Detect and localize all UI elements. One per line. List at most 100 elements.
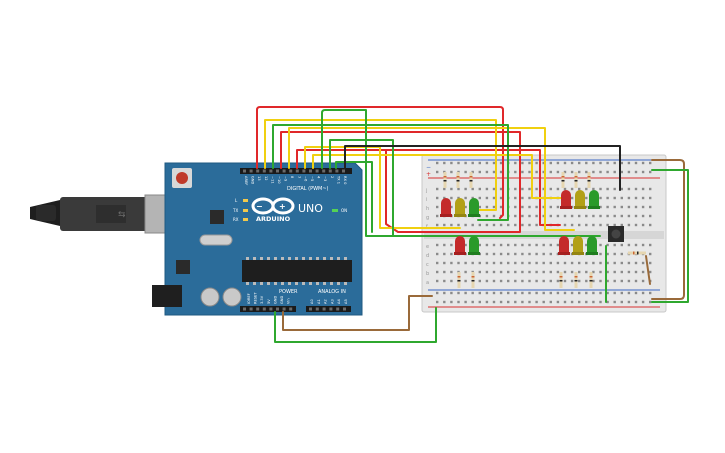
header-pin[interactable] xyxy=(328,169,332,173)
analog-pin-label: A3 xyxy=(330,299,334,304)
header-pin[interactable] xyxy=(282,307,286,311)
breadboard-hole xyxy=(457,223,460,227)
header-pin[interactable] xyxy=(282,169,286,173)
breadboard-hole xyxy=(641,279,645,283)
usb-icon: ⇆ xyxy=(118,210,126,220)
breadboard-hole xyxy=(613,279,616,283)
chip-pin xyxy=(253,257,256,260)
breadboard-hole xyxy=(436,170,439,174)
header-pin[interactable] xyxy=(256,307,260,311)
header-pin[interactable] xyxy=(289,169,293,173)
l-led-label: L xyxy=(235,198,238,203)
header-pin[interactable] xyxy=(342,169,345,173)
breadboard-hole xyxy=(450,196,453,200)
breadboard-hole xyxy=(641,196,645,200)
breadboard-hole xyxy=(606,214,609,218)
header-pin[interactable] xyxy=(335,169,339,173)
header-pin[interactable] xyxy=(243,307,246,311)
on-led-label: ON xyxy=(341,208,347,213)
header-pin[interactable] xyxy=(309,169,312,173)
wire-brown xyxy=(645,255,651,285)
header-pin[interactable] xyxy=(276,169,279,173)
digital-pin-label: ~11 xyxy=(270,176,274,184)
dc-power-jack[interactable] xyxy=(152,285,182,307)
breadboard-hole xyxy=(578,223,581,227)
wires[interactable] xyxy=(256,106,689,343)
breadboard-hole xyxy=(464,291,467,295)
header-pin[interactable] xyxy=(329,307,333,311)
breadboard-hole xyxy=(457,300,460,304)
breadboard-hole xyxy=(649,187,652,191)
breadboard-hole xyxy=(521,270,524,274)
chip-pin xyxy=(253,282,256,285)
chip-pin xyxy=(309,282,312,285)
power-header[interactable] xyxy=(240,306,296,312)
header-pin[interactable] xyxy=(322,307,326,311)
header-pin[interactable] xyxy=(295,169,299,173)
breadboard-hole xyxy=(592,270,595,274)
breadboard-hole xyxy=(450,261,453,265)
header-pin[interactable] xyxy=(315,307,319,311)
breadboard-hole xyxy=(514,300,517,304)
breadboard-hole xyxy=(599,300,602,304)
header-pin[interactable] xyxy=(289,307,293,311)
digital-pin-label: AREF xyxy=(244,176,248,185)
breadboard-hole xyxy=(492,205,496,209)
header-pin[interactable] xyxy=(269,307,273,311)
header-pin[interactable] xyxy=(309,307,312,311)
chip-pin xyxy=(330,282,333,285)
power-pin-label: GND xyxy=(273,296,277,304)
breadboard-hole xyxy=(563,223,567,227)
header-pin[interactable] xyxy=(249,169,253,173)
header-pin[interactable] xyxy=(249,307,253,311)
breadboard-hole xyxy=(570,161,574,165)
header-pin[interactable] xyxy=(269,169,273,173)
breadboard-hole xyxy=(436,279,439,283)
led-red xyxy=(560,190,572,209)
header-pin[interactable] xyxy=(315,169,319,173)
breadboard-hole xyxy=(649,252,652,256)
usb-cable[interactable]: ⇆ xyxy=(30,194,176,234)
breadboard-hole xyxy=(627,170,631,174)
led-red xyxy=(440,198,452,217)
usb-chip xyxy=(210,210,224,224)
breadboard-hole xyxy=(649,161,652,165)
breadboard-hole xyxy=(578,161,581,165)
header-pin[interactable] xyxy=(302,169,306,173)
breadboard-hole xyxy=(606,161,609,165)
digital-pin-label: GND xyxy=(251,176,255,184)
breadboard-hole xyxy=(499,161,503,165)
breadboard-hole xyxy=(492,279,496,283)
breadboard-hole xyxy=(535,270,538,274)
push-button[interactable] xyxy=(608,226,624,242)
header-pin[interactable] xyxy=(256,169,260,173)
reset-button-cap[interactable] xyxy=(176,172,188,184)
led-green xyxy=(468,236,480,255)
breadboard-hole xyxy=(542,187,545,191)
header-pin[interactable] xyxy=(322,169,326,173)
l-led xyxy=(243,199,248,202)
breadboard-hole xyxy=(613,252,616,256)
header-pin[interactable] xyxy=(276,307,279,311)
resistor xyxy=(443,172,447,188)
header-pin[interactable] xyxy=(262,169,266,173)
arduino-uno-board[interactable]: ⇆ − + ARDUINO UNO L xyxy=(30,162,363,316)
breadboard-hole xyxy=(478,205,481,209)
breadboard-hole xyxy=(606,279,609,283)
breadboard-hole xyxy=(528,291,531,295)
header-pin[interactable] xyxy=(262,307,266,311)
header-pin[interactable] xyxy=(243,169,246,173)
breadboard-hole xyxy=(528,187,531,191)
breadboard-hole xyxy=(627,291,631,295)
leds[interactable] xyxy=(440,190,600,255)
breadboard-hole xyxy=(556,187,560,191)
led-green xyxy=(586,236,598,255)
resistors[interactable] xyxy=(443,172,647,288)
header-pin[interactable] xyxy=(336,307,340,311)
breadboard-hole xyxy=(563,291,567,295)
header-pin[interactable] xyxy=(343,307,346,311)
digital-pin-label: ~9 xyxy=(284,176,288,182)
breadboard-hole xyxy=(535,161,538,165)
analog-header[interactable] xyxy=(306,306,351,312)
